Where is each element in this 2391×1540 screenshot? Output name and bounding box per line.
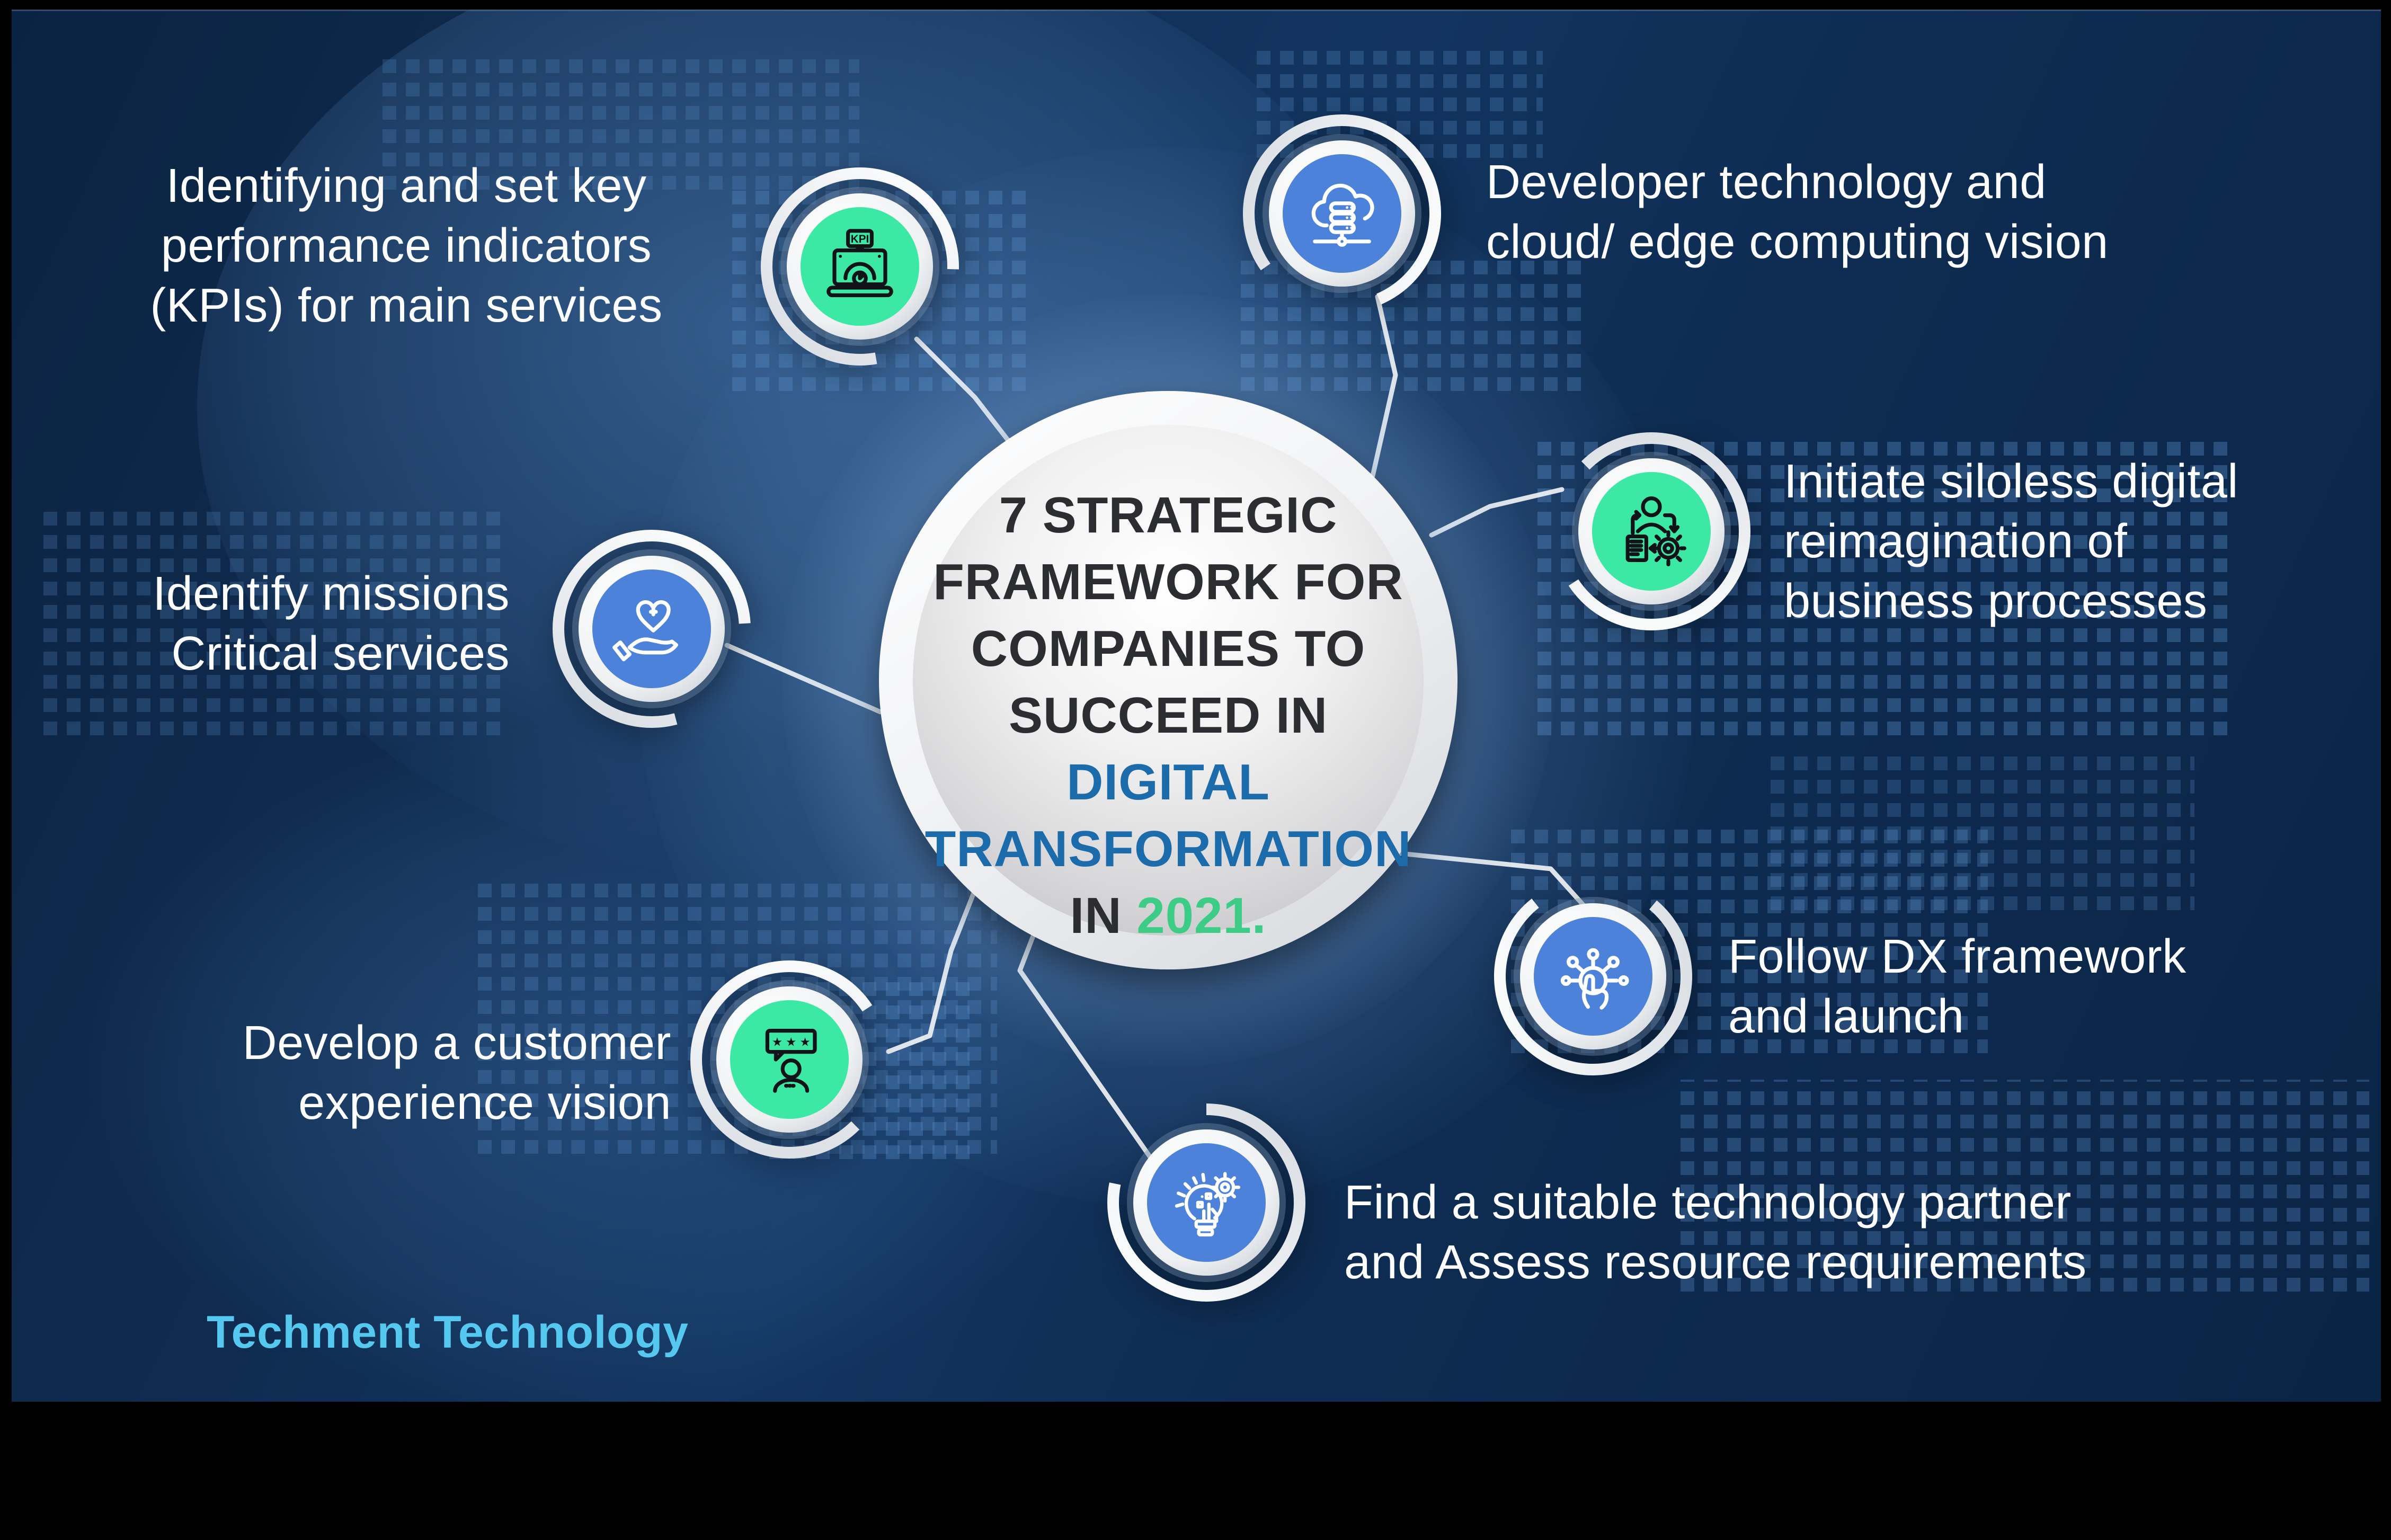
node-kpi: KPI (754, 161, 966, 372)
center-circle (913, 425, 1424, 936)
label-line: Identifying and set key (166, 159, 647, 212)
node-dx (1487, 870, 1699, 1082)
node-outer-arc (1552, 432, 1750, 630)
title-line: COMPANIES TO (971, 620, 1366, 677)
node-disc (1592, 472, 1711, 591)
svg-text:KPI: KPI (851, 233, 869, 245)
connector-siloless (1429, 487, 1565, 538)
title-line: FRAMEWORK FOR (933, 554, 1403, 610)
label-line: and launch (1728, 990, 1965, 1043)
node-outer-arc (553, 530, 751, 728)
title-line: 7 STRATEGIC (999, 487, 1338, 544)
connector-kpi (914, 336, 1021, 456)
svg-text:★ ★ ★: ★ ★ ★ (772, 1035, 811, 1048)
node-outer-arc (1107, 1103, 1305, 1302)
connector-dx (1367, 848, 1587, 909)
label-customer: Develop a customer experience vision (118, 1013, 671, 1133)
node-bulb (1100, 1097, 1312, 1308)
label-line: reimagination of (1784, 515, 2128, 568)
label-line: Develop a customer (242, 1017, 671, 1070)
title-line: IN 2021. (1070, 887, 1267, 944)
kpi-laptop-gauge-icon: KPI (826, 229, 893, 298)
label-line: Initiate siloless digital (1784, 455, 2238, 508)
node-cloud (1236, 108, 1448, 319)
connector-lines (724, 294, 1587, 1163)
label-line: and Assess resource requirements (1344, 1236, 2087, 1289)
node-disc (1147, 1143, 1266, 1262)
connector-customer (886, 877, 982, 1054)
label-line: Developer technology and (1486, 156, 2047, 209)
hand-heart-care-icon (612, 600, 679, 662)
node-siloless (1545, 425, 1757, 637)
label-line: (KPIs) for main services (150, 279, 663, 332)
label-line: business processes (1784, 575, 2208, 628)
label-line: Find a suitable technology partner (1344, 1176, 2072, 1229)
label-kpi: Identifying and set key performance indi… (91, 156, 722, 336)
title-line: SUCCEED IN DIGITAL (1008, 687, 1328, 811)
infographic-canvas: 7 STRATEGIC FRAMEWORK FOR COMPANIES TO S… (12, 10, 2381, 1402)
label-line: Critical services (171, 627, 510, 680)
connector-heart (724, 643, 883, 715)
label-partner: Find a suitable technology partner and A… (1344, 1173, 2087, 1293)
label-line: experience vision (298, 1076, 671, 1129)
idea-gear-bulb-icon (1175, 1172, 1241, 1237)
label-line: Follow DX framework (1728, 930, 2186, 983)
title-line: TRANSFORMATION (925, 821, 1412, 877)
node-disc (801, 207, 919, 326)
customer-review-icon: ★ ★ ★ (765, 1029, 817, 1093)
node-heart (546, 523, 758, 735)
label-missions: Identify missions Critical services (12, 564, 510, 684)
connector-cloud (1370, 294, 1398, 478)
label-line: cloud/ edge computing vision (1486, 216, 2109, 269)
label-line: Identify missions (153, 567, 510, 620)
center-title: 7 STRATEGIC FRAMEWORK FOR COMPANIES TO S… (914, 482, 1423, 949)
dx-touch-network-icon (1560, 948, 1629, 1010)
label-line: performance indicators (161, 219, 652, 272)
brand-text: Techment Technology (207, 1307, 689, 1358)
label-cloud: Developer technology and cloud/ edge com… (1486, 153, 2109, 272)
node-customer: ★ ★ ★ (683, 954, 895, 1165)
cloud-server-icon (1311, 183, 1374, 247)
label-siloless: Initiate siloless digital reimagination … (1784, 452, 2238, 631)
process-reimagination-icon (1625, 496, 1687, 567)
label-dx: Follow DX framework and launch (1728, 927, 2186, 1047)
